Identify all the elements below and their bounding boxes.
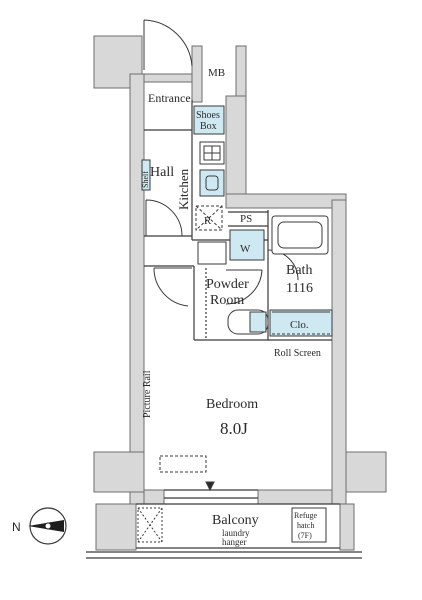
laundry-label-1: laundry (222, 528, 250, 538)
wall-notch (225, 95, 247, 203)
wall-left (129, 73, 145, 505)
wall-right-bottom (345, 451, 387, 493)
refrigerator-label: R (204, 215, 212, 227)
sink-basin-icon (205, 175, 219, 191)
wall-balcony-right (339, 503, 355, 551)
bath-size: 1116 (286, 281, 313, 296)
powder-room-label-2: Room (210, 293, 244, 308)
vanity-icon (197, 241, 227, 265)
wall-upper-right (225, 193, 347, 209)
burner-icon (203, 145, 221, 161)
refuge-label-1: Refuge (294, 511, 318, 520)
laundry-label-2: hanger (222, 537, 247, 547)
wall-bottom-right (257, 489, 333, 505)
washer-space (229, 229, 265, 261)
hall-label: Hall (150, 165, 174, 180)
refuge-label-2: hatch (297, 521, 314, 530)
wall-entrance-top (143, 73, 193, 83)
bedroom-size: 8.0J (220, 419, 248, 438)
walls (93, 35, 387, 551)
bedroom-label: Bedroom (206, 397, 258, 412)
shoes-box (193, 105, 225, 135)
ac-unit-space (159, 455, 207, 473)
wall-mb-left (191, 45, 203, 103)
bath-label: Bath (286, 263, 312, 278)
sink-icon (199, 169, 225, 197)
wall-balcony-left (95, 503, 137, 551)
roll-screen-label: Roll Screen (274, 348, 321, 359)
closet-label: Clo. (290, 319, 309, 331)
refrigerator-space (195, 205, 223, 231)
compass-north-label: N (12, 520, 21, 534)
fixtures (137, 105, 333, 543)
ps-label: PS (240, 213, 252, 225)
washer-label: W (240, 243, 251, 255)
refuge-hatch (291, 507, 327, 543)
toilet-tank-icon (249, 311, 267, 333)
shelf-label: Shelf (141, 171, 150, 188)
labels: Entrance Shoes Box MB Hall Kitchen Shelf… (141, 67, 321, 547)
wall-right (331, 199, 347, 505)
powder-door-icon (225, 269, 263, 305)
kitchen-label: Kitchen (176, 168, 191, 210)
wall-mb-right (235, 45, 247, 103)
doors (143, 19, 299, 307)
balcony-label: Balcony (212, 513, 259, 528)
bedroom-door-icon (153, 267, 192, 307)
outdoor-unit-space (137, 507, 163, 543)
wall-bottom-left (143, 489, 165, 505)
window-marker-icon (205, 481, 215, 492)
powder-room-label-1: Powder (206, 277, 249, 292)
shoes-box-label-1: Shoes (196, 110, 220, 121)
closet-space (269, 309, 333, 337)
entrance-door-icon (143, 19, 193, 70)
picture-rail-label: Picture Rail (142, 370, 153, 418)
bathtub-icon (271, 215, 329, 255)
refuge-label-3: (7F) (298, 531, 312, 540)
hall-door-icon (145, 199, 183, 237)
compass: N (12, 507, 67, 545)
shelf-space (141, 159, 151, 191)
shoes-box-label-2: Box (200, 121, 217, 132)
mb-label: MB (208, 67, 225, 79)
wall-left-bottom (93, 451, 145, 493)
entrance-label: Entrance (148, 91, 191, 105)
